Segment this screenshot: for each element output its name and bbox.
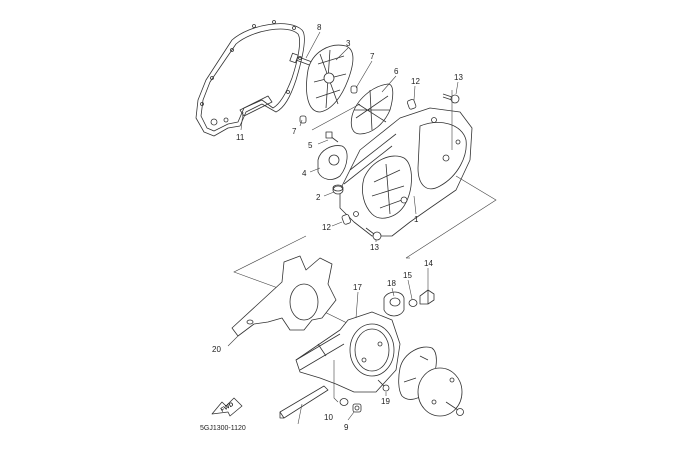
seal-part-17 (383, 291, 405, 317)
dowel-part-7-b (350, 85, 358, 94)
callout-7b: 7 (292, 127, 297, 136)
callout-17: 18 (387, 279, 396, 288)
callout-8: 8 (317, 23, 322, 32)
callout-16: 17 (353, 283, 362, 292)
drawing-code: 5GJ1300-1120 (200, 425, 246, 432)
callout-7a: 7 (370, 52, 375, 61)
callout-15: 15 (403, 271, 412, 280)
callout-4: 4 (302, 169, 307, 178)
callout-9: 9 (344, 423, 349, 432)
callout-11: 11 (236, 133, 245, 142)
bolt-part-8 (289, 52, 313, 67)
callout-12b: 12 (322, 223, 331, 232)
bolt-part-13-b (365, 227, 382, 241)
plug-part-9 (352, 403, 362, 413)
callout-6: 6 (394, 67, 399, 76)
case-part-16 (295, 311, 401, 393)
callout-3: 3 (346, 39, 351, 48)
o-ring-part-15 (408, 299, 418, 307)
rotor-assembly (398, 346, 463, 417)
plug-part-14 (419, 289, 435, 305)
callout-10: 10 (324, 413, 333, 422)
dowel-part-12-a (406, 99, 417, 110)
callout-19: 20 (212, 345, 221, 354)
collar-part-2 (332, 184, 344, 195)
callout-13a: 13 (454, 73, 463, 82)
cover-plate-part-3 (306, 44, 354, 113)
callout-5: 5 (308, 141, 313, 150)
screw-part-18 (377, 379, 390, 392)
plate-part-19 (231, 255, 337, 337)
leader-lines (227, 31, 459, 425)
gasket-part-6 (350, 83, 394, 135)
bolt-part-5 (325, 131, 339, 143)
callout-18: 19 (381, 397, 390, 406)
callout-1: 1 (414, 215, 419, 224)
cap-screw (445, 401, 464, 416)
dowel-part-12-b (341, 214, 351, 225)
callout-labels: 8 3 7 6 12 13 7 11 5 4 2 1 12 13 14 15 1… (212, 23, 463, 432)
crankcase-cover-part-1 (339, 107, 473, 237)
guide-bar-part-20 (279, 385, 329, 419)
dowel-part-7-a (299, 115, 307, 124)
callout-14: 14 (424, 259, 433, 268)
gasket-part-11 (195, 20, 305, 137)
bolt-part-13-a (442, 93, 460, 104)
callout-2: 2 (316, 193, 321, 202)
callout-13b: 13 (370, 243, 379, 252)
plate-part-4 (317, 145, 348, 180)
o-ring-part-10 (339, 398, 349, 406)
callout-12a: 12 (411, 77, 420, 86)
fwd-arrow-icon: FWD (211, 397, 243, 417)
